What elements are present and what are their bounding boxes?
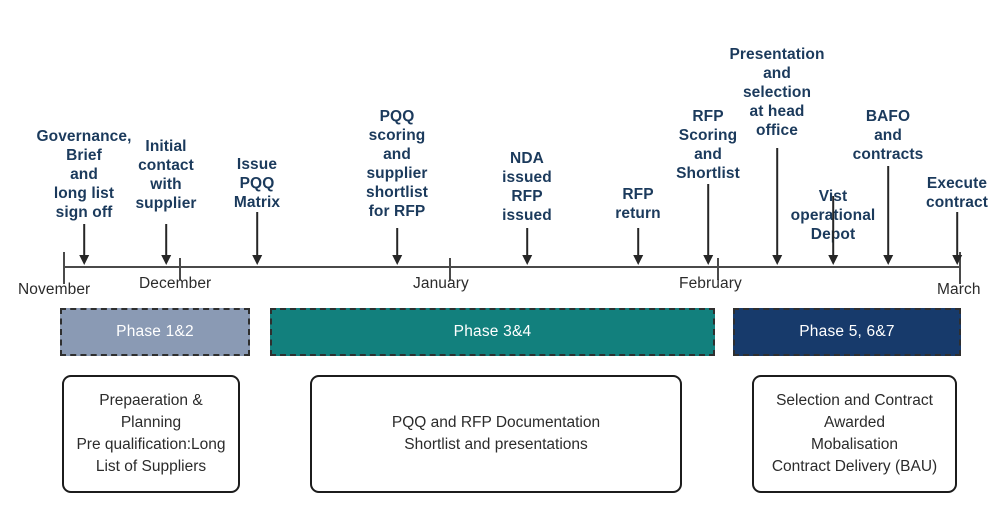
desc-phase-5-6-7-text: Selection and Contract Awarded Mobalisat… bbox=[771, 392, 938, 475]
milestone-arrow-initial-contact-supplier bbox=[165, 224, 167, 256]
month-tick-march bbox=[959, 252, 961, 284]
milestone-arrow-rfp-return bbox=[637, 228, 639, 256]
milestone-nda-rfp-issued: NDA issued RFP issued bbox=[502, 150, 552, 226]
phase-bar-label-phase-5-6-7: Phase 5, 6&7 bbox=[799, 323, 895, 340]
milestone-rfp-scoring-shortlist: RFP Scoring and Shortlist bbox=[676, 108, 740, 184]
milestone-arrow-rfp-scoring-shortlist bbox=[707, 184, 709, 256]
month-label-january: January bbox=[413, 275, 469, 292]
milestone-label-pqq-scoring-shortlist: PQQ scoring and supplier shortlist for R… bbox=[365, 108, 429, 220]
milestone-arrow-issue-pqq-matrix bbox=[256, 212, 258, 256]
milestone-label-governance-brief-signoff: Governance, Brief and long list sign off bbox=[36, 128, 132, 221]
milestone-arrow-nda-rfp-issued bbox=[526, 228, 528, 256]
milestone-label-nda-rfp-issued: NDA issued RFP issued bbox=[502, 150, 552, 224]
milestone-arrow-governance-brief-signoff bbox=[83, 224, 85, 256]
milestone-rfp-return: RFP return bbox=[615, 186, 660, 224]
phase-bar-phase-1-2[interactable]: Phase 1&2 bbox=[60, 308, 250, 356]
milestone-arrow-execute-contract bbox=[956, 212, 958, 256]
month-label-november: November bbox=[18, 281, 91, 298]
milestone-initial-contact-supplier: Initial contact with supplier bbox=[135, 138, 196, 214]
month-tick-november bbox=[63, 252, 65, 284]
phase-bar-phase-5-6-7[interactable]: Phase 5, 6&7 bbox=[733, 308, 961, 356]
milestone-governance-brief-signoff: Governance, Brief and long list sign off bbox=[36, 128, 131, 223]
milestone-label-issue-pqq-matrix: Issue PQQ Matrix bbox=[233, 156, 281, 211]
milestone-issue-pqq-matrix: Issue PQQ Matrix bbox=[234, 156, 280, 213]
phase-bar-phase-3-4[interactable]: Phase 3&4 bbox=[270, 308, 715, 356]
month-label-march: March bbox=[937, 281, 981, 298]
phase-bar-label-phase-1-2: Phase 1&2 bbox=[116, 323, 194, 340]
milestone-execute-contract: Execute contract bbox=[926, 175, 988, 213]
milestone-pqq-scoring-shortlist: PQQ scoring and supplier shortlist for R… bbox=[366, 108, 428, 221]
milestone-label-initial-contact-supplier: Initial contact with supplier bbox=[135, 138, 197, 212]
milestone-bafo-and-contracts: BAFO and contracts bbox=[853, 108, 924, 165]
phase-bar-label-phase-3-4: Phase 3&4 bbox=[453, 323, 532, 340]
month-label-december: December bbox=[139, 275, 212, 292]
milestone-arrow-visit-operational-depot bbox=[832, 196, 834, 256]
month-tick-january bbox=[449, 258, 451, 280]
milestone-label-presentation-selection-head-office: Presentation and selection at head offic… bbox=[729, 46, 825, 139]
timeline-axis-line bbox=[64, 266, 961, 268]
month-tick-february bbox=[717, 258, 719, 280]
milestone-label-execute-contract: Execute contract bbox=[926, 175, 988, 211]
milestone-label-rfp-scoring-shortlist: RFP Scoring and Shortlist bbox=[676, 108, 740, 182]
milestone-presentation-selection-head-office: Presentation and selection at head offic… bbox=[729, 46, 824, 141]
month-tick-december bbox=[179, 258, 181, 280]
desc-phase-1-2[interactable]: Prepaeration & Planning Pre qualificatio… bbox=[62, 375, 240, 493]
desc-phase-5-6-7[interactable]: Selection and Contract Awarded Mobalisat… bbox=[752, 375, 957, 493]
desc-phase-1-2-text: Prepaeration & Planning Pre qualificatio… bbox=[76, 392, 226, 475]
desc-phase-3-4-text: PQQ and RFP Documentation Shortlist and … bbox=[391, 414, 601, 453]
desc-phase-3-4[interactable]: PQQ and RFP Documentation Shortlist and … bbox=[310, 375, 682, 493]
milestone-label-rfp-return: RFP return bbox=[615, 186, 661, 222]
month-label-february: February bbox=[679, 275, 742, 292]
milestone-arrow-pqq-scoring-shortlist bbox=[396, 228, 398, 256]
milestone-arrow-presentation-selection-head-office bbox=[776, 148, 778, 256]
milestone-arrow-bafo-and-contracts bbox=[887, 166, 889, 256]
milestone-label-bafo-and-contracts: BAFO and contracts bbox=[852, 108, 924, 163]
